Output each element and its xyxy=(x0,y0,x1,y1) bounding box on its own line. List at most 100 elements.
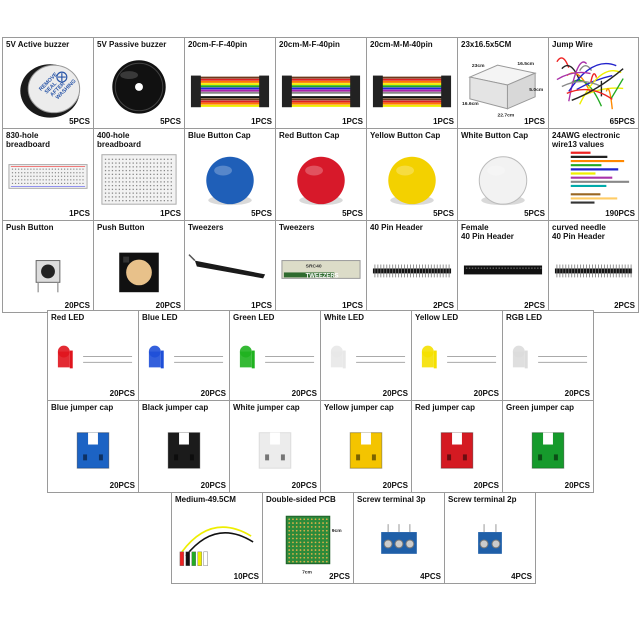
product-quantity: 1PCS xyxy=(251,117,272,126)
dim-label: 16.6cm xyxy=(462,101,479,107)
product-quantity: 2PCS xyxy=(329,572,350,581)
product-label: 20cm-M-M-40pin xyxy=(370,40,433,49)
product-image-passive-buzzer xyxy=(112,60,166,114)
product-quantity: 1PCS xyxy=(524,117,545,126)
product-label: Red jumper cap xyxy=(415,403,476,412)
product-image-alligator-clip-wire xyxy=(179,526,254,566)
product-label: Screw terminal 2p xyxy=(448,495,517,504)
connector xyxy=(350,75,361,108)
product-cell-white-button-cap: White Button Cap 5PCS xyxy=(457,128,549,221)
product-label: 400-hole breadboard xyxy=(97,131,142,149)
product-quantity: 5PCS xyxy=(524,209,545,218)
product-quantity: 1PCS xyxy=(342,301,363,310)
product-image-green-led xyxy=(239,345,315,369)
breadboard-body xyxy=(8,164,88,189)
button-cap xyxy=(478,156,528,205)
pack-code: SRC40 xyxy=(306,263,322,269)
buzzer-hole xyxy=(135,83,143,91)
product-image-screw-terminal-3p xyxy=(381,524,417,554)
product-image-push-button-small xyxy=(35,260,61,293)
product-quantity: 20PCS xyxy=(564,389,590,398)
product-image-tweezers-black xyxy=(188,254,266,279)
pin-header xyxy=(554,268,633,274)
product-image-wire-mf xyxy=(281,75,361,108)
connector xyxy=(372,75,383,108)
product-quantity: 5PCS xyxy=(342,209,363,218)
product-cell-pin-header-male: 40 Pin Header 2PCS xyxy=(366,220,458,313)
product-quantity: 20PCS xyxy=(109,481,135,490)
jump-wire-strand xyxy=(605,88,613,110)
pin-header xyxy=(372,268,452,274)
product-quantity: 2PCS xyxy=(524,301,545,310)
jump-wire-strand xyxy=(561,65,581,81)
product-label: 5V Passive buzzer xyxy=(97,40,167,49)
product-image-yellow-led xyxy=(421,345,497,369)
dim-label: 9cm xyxy=(332,528,342,534)
product-image-yellow-jumper-cap xyxy=(349,432,383,469)
product-quantity: 20PCS xyxy=(200,389,226,398)
product-quantity: 5PCS xyxy=(433,209,454,218)
product-image-pin-header-male xyxy=(372,264,452,278)
product-label: White jumper cap xyxy=(233,403,300,412)
product-image-red-led xyxy=(57,345,133,369)
terminal-screw xyxy=(383,539,393,549)
product-quantity: 4PCS xyxy=(420,572,441,581)
product-quantity: 5PCS xyxy=(69,117,90,126)
product-label: Green jumper cap xyxy=(506,403,575,412)
product-label: 40 Pin Header xyxy=(370,223,423,232)
product-cell-wire-mm: 20cm-M-M-40pin 1PCS xyxy=(366,37,458,129)
product-label: White Button Cap xyxy=(461,131,529,140)
product-cell-white-jumper-cap: White jumper cap 20PCS xyxy=(229,400,321,493)
product-quantity: 20PCS xyxy=(473,481,499,490)
alligator-clip xyxy=(185,551,190,566)
product-label: Double-sided PCB xyxy=(266,495,336,504)
product-image-breadboard-830 xyxy=(8,164,88,189)
product-label: Push Button xyxy=(6,223,54,232)
product-label: Medium-49.5CM xyxy=(175,495,236,504)
led-body xyxy=(512,351,525,368)
jump-wire-strand xyxy=(566,88,613,100)
led-body xyxy=(239,351,252,368)
product-quantity: 20PCS xyxy=(473,389,499,398)
product-image-white-led xyxy=(330,345,406,369)
product-quantity: 1PCS xyxy=(251,301,272,310)
product-label: Blue Button Cap xyxy=(188,131,251,140)
product-quantity: 2PCS xyxy=(433,301,454,310)
product-quantity: 20PCS xyxy=(291,481,317,490)
product-label: Green LED xyxy=(233,313,275,322)
product-quantity: 65PCS xyxy=(609,117,635,126)
product-label: 830-hole breadboard xyxy=(6,131,51,149)
product-quantity: 1PCS xyxy=(433,117,454,126)
product-image-green-jumper-cap xyxy=(531,432,565,469)
led-body xyxy=(57,351,70,368)
product-label: Yellow jumper cap xyxy=(324,403,394,412)
product-image-white-jumper-cap xyxy=(258,432,292,469)
switch-actuator xyxy=(126,259,152,286)
product-image-breadboard-400 xyxy=(101,154,177,205)
connector xyxy=(259,75,270,108)
jump-wire-strand xyxy=(579,70,622,105)
product-label: Tweezers xyxy=(279,223,315,232)
product-image-push-button-large xyxy=(119,252,159,293)
product-label: RGB LED xyxy=(506,313,542,322)
jump-wire-strand xyxy=(610,78,624,99)
alligator-clip xyxy=(203,551,208,566)
tweezers-arm xyxy=(194,260,266,279)
box-front xyxy=(506,72,536,110)
alligator-clip xyxy=(179,551,185,566)
product-image-rgb-led xyxy=(512,345,588,369)
